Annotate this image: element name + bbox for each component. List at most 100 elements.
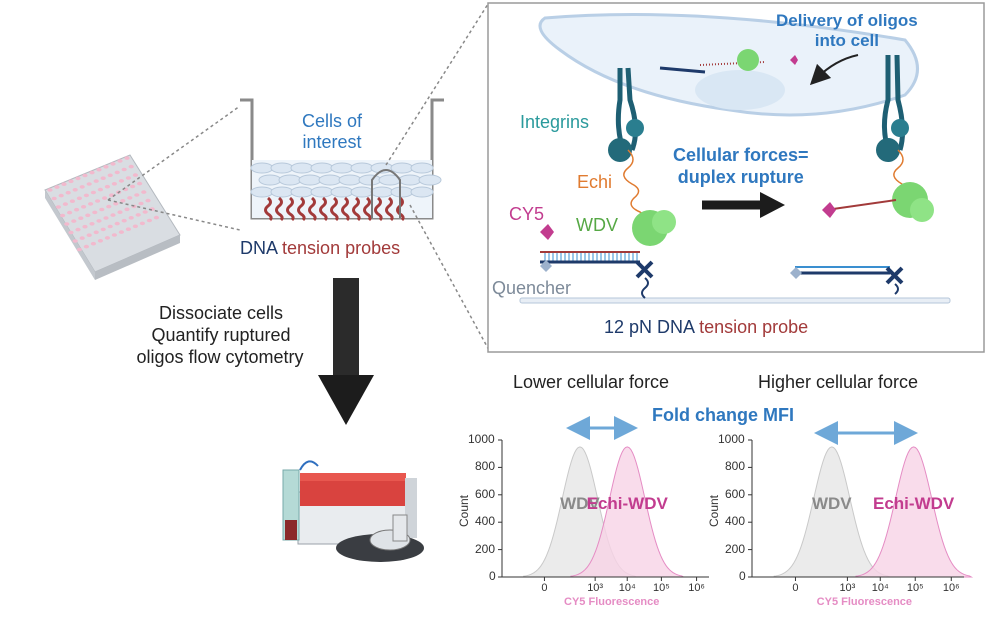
plate-well xyxy=(97,239,103,243)
plate-well xyxy=(81,205,87,209)
plate-well xyxy=(71,219,77,223)
plate-well xyxy=(68,230,74,235)
plate-well xyxy=(58,193,64,198)
dna-probe xyxy=(374,196,383,222)
plate-well xyxy=(138,201,144,206)
plate-well xyxy=(96,167,102,172)
y-tick-label: 400 xyxy=(725,514,746,529)
plate-well xyxy=(64,222,70,226)
plate-well xyxy=(69,199,75,203)
dna-probe xyxy=(341,196,350,222)
cell xyxy=(310,186,334,198)
inset-panel xyxy=(487,2,985,353)
plate-well xyxy=(103,216,109,220)
plate-well xyxy=(75,227,81,232)
plate-well xyxy=(90,241,96,246)
plate-well xyxy=(118,179,124,183)
x-tick-label: 10⁶ xyxy=(942,582,960,594)
inset-probe-title: 12 pN DNA tension probe xyxy=(604,317,808,338)
workflow-step-3: oligos flow cytometry xyxy=(136,347,304,367)
x-tick-label: 10⁴ xyxy=(871,582,889,594)
plate-well xyxy=(134,193,140,197)
plate-well xyxy=(132,224,138,229)
plate-well xyxy=(121,167,127,172)
probe-label-tension: tension probes xyxy=(282,238,401,258)
dna-probe xyxy=(330,196,339,222)
dna-probe xyxy=(352,196,361,222)
plate-well xyxy=(125,227,131,231)
plate-well xyxy=(124,207,130,212)
plate-well xyxy=(137,181,143,186)
cell xyxy=(338,174,362,186)
series-peak-echi-wdv xyxy=(570,446,686,578)
quencher-label: Quencher xyxy=(492,278,572,298)
plate-well xyxy=(54,185,60,189)
dna-probe xyxy=(275,196,284,222)
plate-well xyxy=(111,233,117,237)
series-label-wdv: WDV xyxy=(560,494,600,514)
plate-well xyxy=(102,196,108,200)
zoom-line xyxy=(107,105,241,201)
cell xyxy=(250,162,274,174)
x-tick-label: 10⁵ xyxy=(652,582,670,594)
plate-well xyxy=(67,210,73,215)
x-axis-title: CY5 Fluorescence xyxy=(564,596,660,608)
plate-well xyxy=(125,176,131,180)
plate-well xyxy=(93,179,99,183)
plate-well xyxy=(110,213,116,217)
cell xyxy=(350,162,374,174)
series-label-echi-wdv: Echi-WDV xyxy=(873,494,955,514)
plate-well xyxy=(146,218,152,223)
delivery-label: Delivery of oligos into cell xyxy=(776,11,918,51)
plate-well xyxy=(79,185,85,189)
cell xyxy=(298,174,322,186)
plate-well xyxy=(76,247,82,252)
workflow-arrow xyxy=(318,278,374,425)
plate-well xyxy=(121,218,127,223)
echi-label: Echi xyxy=(577,172,613,192)
plate-well xyxy=(83,244,89,249)
x-tick-label: 10⁶ xyxy=(688,582,705,594)
well-cross-section xyxy=(240,98,444,222)
histogram-higher-force xyxy=(748,439,974,581)
plate-well xyxy=(90,190,96,195)
workflow-step-2: Quantify ruptured xyxy=(151,325,291,345)
cells-of-interest-label: Cells of interest xyxy=(302,111,363,152)
series-label-echi-wdv: Echi-WDV xyxy=(586,494,668,514)
cell xyxy=(270,186,294,198)
cell xyxy=(250,186,274,198)
plate-well xyxy=(97,187,103,192)
plate-well xyxy=(104,236,110,240)
cell xyxy=(290,186,314,198)
cell xyxy=(290,162,314,174)
plate-well xyxy=(100,227,106,232)
x-tick-label: 10³ xyxy=(587,582,604,594)
plate-well xyxy=(100,176,106,180)
plate-well xyxy=(135,213,141,217)
plate-well xyxy=(141,190,147,194)
y-tick-label: 1000 xyxy=(718,432,745,446)
plate-well xyxy=(89,170,95,175)
plate-well xyxy=(95,199,101,203)
zoom-line xyxy=(385,3,489,166)
plate-well xyxy=(132,173,138,177)
y-tick-label: 600 xyxy=(475,486,496,501)
dna-probe xyxy=(385,196,394,222)
chart-title-lower: Lower cellular force xyxy=(513,372,670,392)
dna-probe xyxy=(363,196,372,222)
cy5-label: CY5 xyxy=(509,204,545,224)
plate-well xyxy=(128,164,134,169)
y-tick-label: 400 xyxy=(475,514,496,529)
plate-well xyxy=(145,198,151,203)
plate-well xyxy=(51,196,57,201)
plate-well xyxy=(86,233,92,237)
y-axis-title: Count xyxy=(707,494,721,527)
y-axis-title: Count xyxy=(457,494,471,527)
cell xyxy=(278,174,302,186)
chart-title-higher: Higher cellular force xyxy=(758,372,919,392)
plate-well xyxy=(99,207,105,212)
zoom-line xyxy=(107,199,241,231)
plate-well xyxy=(65,190,71,195)
